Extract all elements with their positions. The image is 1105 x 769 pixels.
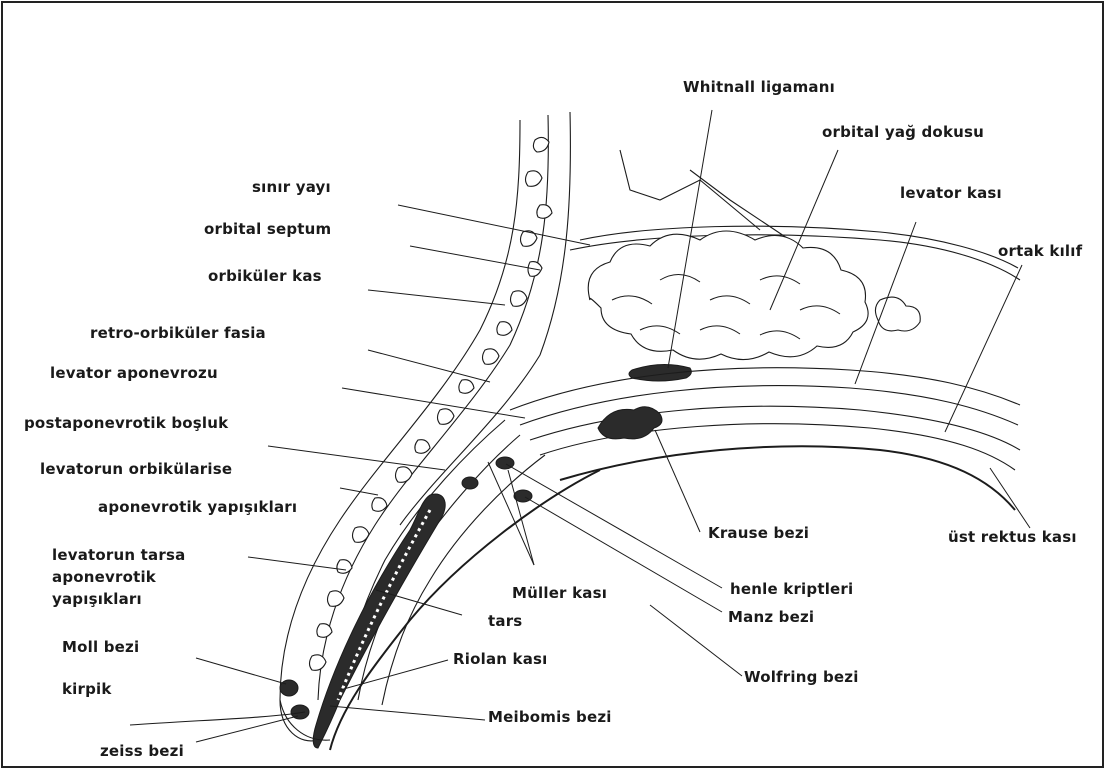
label-riolan: Riolan kası bbox=[453, 650, 548, 668]
label-krause: Krause bezi bbox=[708, 524, 809, 542]
label-arcus: sınır yayı bbox=[252, 178, 331, 196]
label-common-sheath: ortak kılıf bbox=[998, 242, 1083, 260]
label-tarsal-attach-2: aponevrotik bbox=[52, 568, 157, 586]
label-manz: Manz bezi bbox=[728, 608, 814, 626]
label-orbital-septum: orbital septum bbox=[204, 220, 331, 238]
label-orbital-fat: orbital yağ dokusu bbox=[822, 123, 984, 141]
label-retro-orbicularis: retro-orbiküler fasia bbox=[90, 324, 266, 342]
label-superior-rectus: üst rektus kası bbox=[948, 528, 1077, 546]
label-zeiss: zeiss bezi bbox=[100, 742, 184, 760]
label-wolfring: Wolfring bezi bbox=[744, 668, 859, 686]
label-whitnall: Whitnall ligamanı bbox=[683, 78, 835, 96]
label-orbicularis-attach-2: aponevrotik yapışıkları bbox=[98, 498, 297, 516]
label-meibomian: Meibomis bezi bbox=[488, 708, 612, 726]
label-tarsus: tars bbox=[488, 612, 522, 630]
label-henle: henle kriptleri bbox=[730, 580, 853, 598]
label-lash: kirpik bbox=[62, 680, 112, 698]
label-orbicularis-attach-1: levatorun orbikülarise bbox=[40, 460, 232, 478]
label-muller: Müller kası bbox=[512, 584, 607, 602]
henle-crypt-mark bbox=[462, 477, 478, 489]
label-levator-aponeurosis: levator aponevrozu bbox=[50, 364, 218, 382]
moll-gland-mark bbox=[280, 680, 298, 696]
label-tarsal-attach-3: yapışıkları bbox=[52, 590, 142, 608]
label-levator-muscle: levator kası bbox=[900, 184, 1002, 202]
label-orbicularis: orbiküler kas bbox=[208, 267, 322, 285]
label-moll: Moll bezi bbox=[62, 638, 139, 656]
label-tarsal-attach-1: levatorun tarsa bbox=[52, 546, 185, 564]
label-postaponeurotic: postaponevrotik boşluk bbox=[24, 414, 229, 432]
